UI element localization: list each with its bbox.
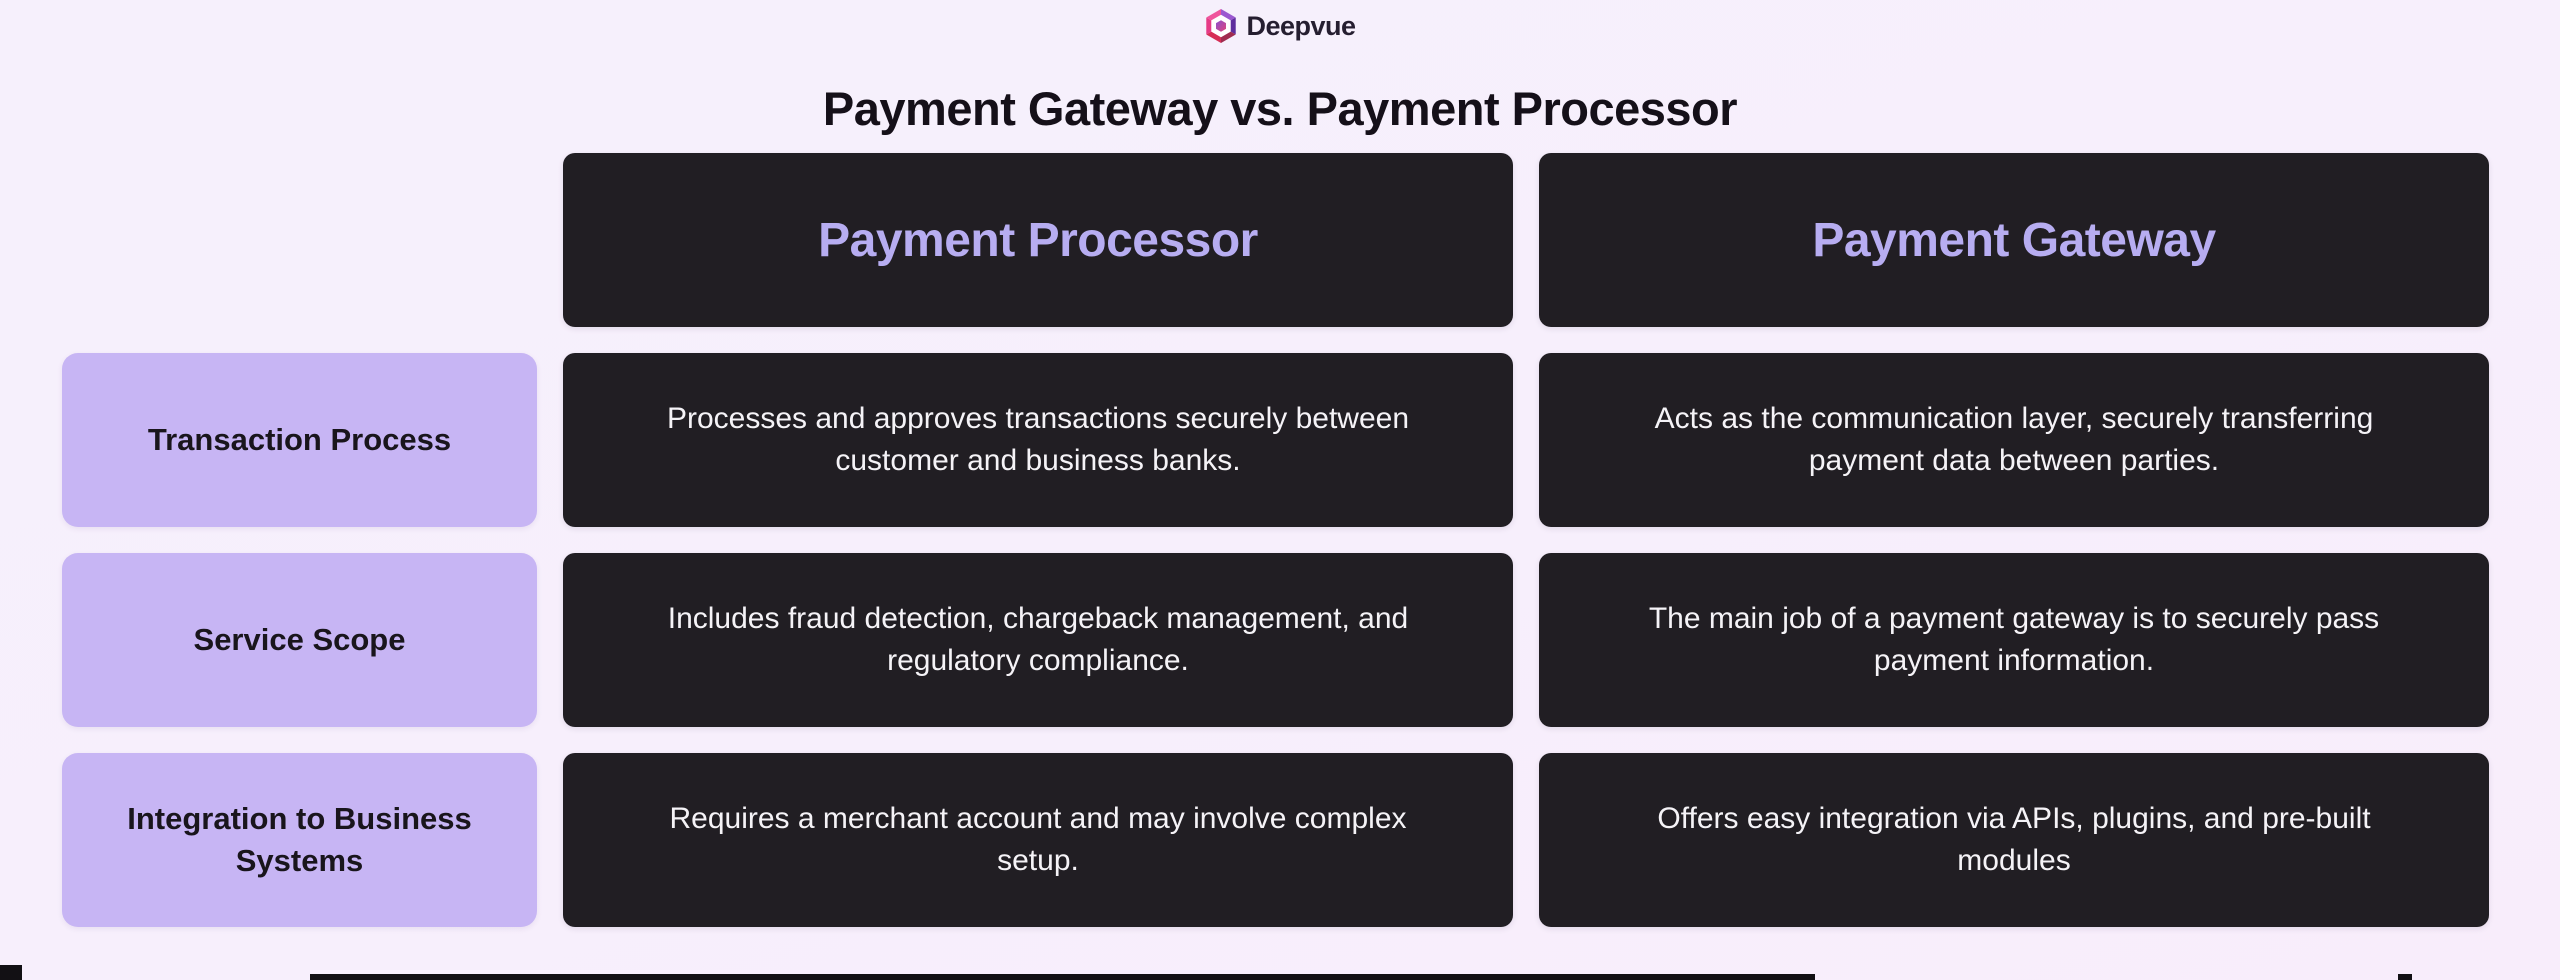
bottom-edge-tick <box>2398 974 2412 980</box>
cell-processor-service-scope: Includes fraud detection, chargeback man… <box>563 553 1513 727</box>
row-label-integration: Integration to Business Systems <box>62 753 537 927</box>
bottom-edge-bar <box>310 974 1815 980</box>
cell-processor-transaction-process: Processes and approves transactions secu… <box>563 353 1513 527</box>
comparison-table: Payment Processor Payment Gateway Transa… <box>62 153 2489 927</box>
brand-name: Deepvue <box>1246 10 1356 41</box>
row-label-transaction-process: Transaction Process <box>62 353 537 527</box>
bottom-left-corner-mark <box>0 965 22 980</box>
row-label-service-scope: Service Scope <box>62 553 537 727</box>
cell-processor-integration: Requires a merchant account and may invo… <box>563 753 1513 927</box>
brand-logo: Deepvue <box>0 8 2560 44</box>
cell-gateway-integration: Offers easy integration via APIs, plugin… <box>1539 753 2489 927</box>
hexagon-logo-icon <box>1204 8 1238 44</box>
column-header-processor: Payment Processor <box>563 153 1513 327</box>
column-header-gateway: Payment Gateway <box>1539 153 2489 327</box>
cell-gateway-service-scope: The main job of a payment gateway is to … <box>1539 553 2489 727</box>
header-spacer <box>62 153 537 327</box>
page-title: Payment Gateway vs. Payment Processor <box>822 82 1738 136</box>
cell-gateway-transaction-process: Acts as the communication layer, securel… <box>1539 353 2489 527</box>
